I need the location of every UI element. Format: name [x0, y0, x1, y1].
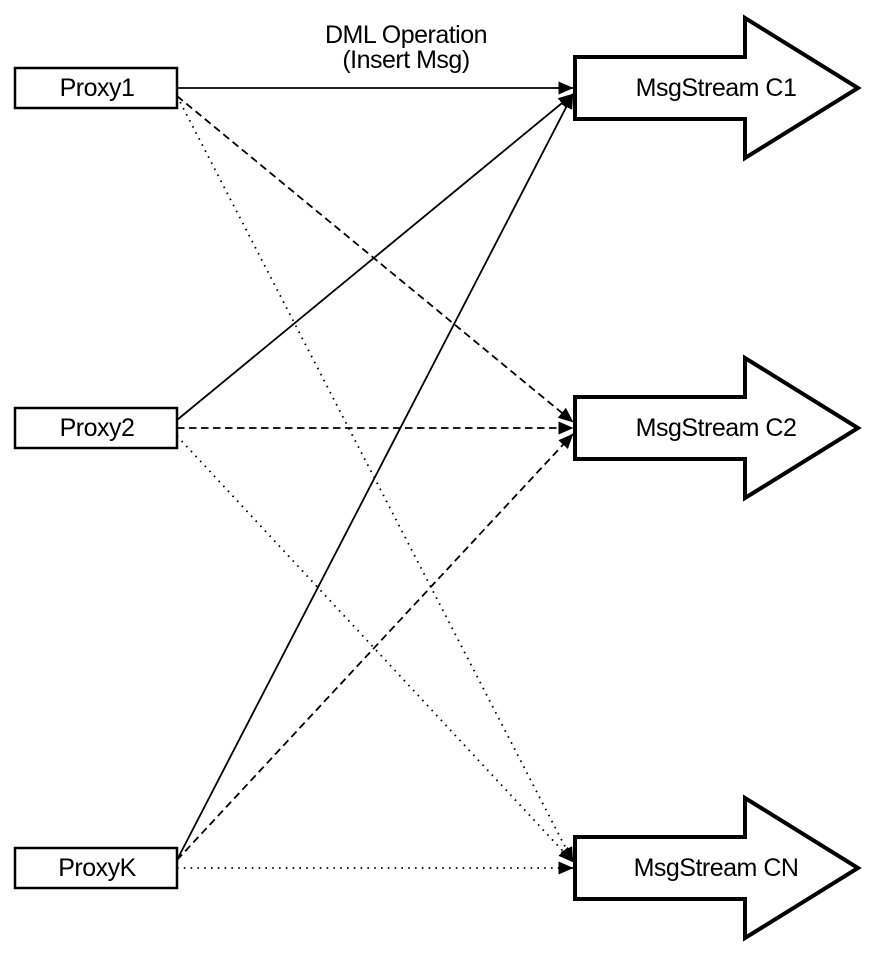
proxy-box-proxy2	[13, 406, 179, 450]
edge-proxyk-to-c2	[176, 433, 574, 861]
stream-arrow-shape-cn	[573, 794, 862, 942]
proxy-node-proxyk: ProxyK	[13, 846, 179, 890]
proxy-label-proxy1: Proxy1	[60, 74, 135, 102]
stream-node-cn: MsgStream CN	[573, 794, 862, 942]
stream-arrow-shape-c1	[573, 14, 862, 162]
proxy-box-proxyk	[13, 846, 179, 890]
stream-node-c2: MsgStream C2	[573, 354, 862, 502]
proxy-label-proxyk: ProxyK	[58, 854, 136, 882]
stream-label-c2: MsgStream C2	[636, 414, 797, 442]
proxy-node-proxy1: Proxy1	[13, 66, 179, 110]
edge-proxy1-to-cn	[176, 95, 574, 863]
stream-node-c1: MsgStream C1	[573, 14, 862, 162]
edge-proxy2-to-c1	[176, 93, 574, 421]
stream-label-c1: MsgStream C1	[636, 74, 797, 102]
stream-arrow-shape-c2	[573, 354, 862, 502]
proxy-label-proxy2: Proxy2	[60, 414, 135, 442]
diagram-title-line2: (Insert Msg)	[342, 46, 469, 74]
edge-proxy2-to-cn	[176, 435, 574, 863]
edge-proxy1-to-c2	[176, 95, 574, 423]
edges-layer	[176, 81, 574, 875]
proxy-box-proxy1	[13, 66, 179, 110]
edge-proxyk-to-c1	[176, 93, 574, 861]
diagram-title-line1: DML Operation	[325, 21, 487, 49]
stream-label-cn: MsgStream CN	[634, 854, 799, 882]
proxy-node-proxy2: Proxy2	[13, 406, 179, 450]
